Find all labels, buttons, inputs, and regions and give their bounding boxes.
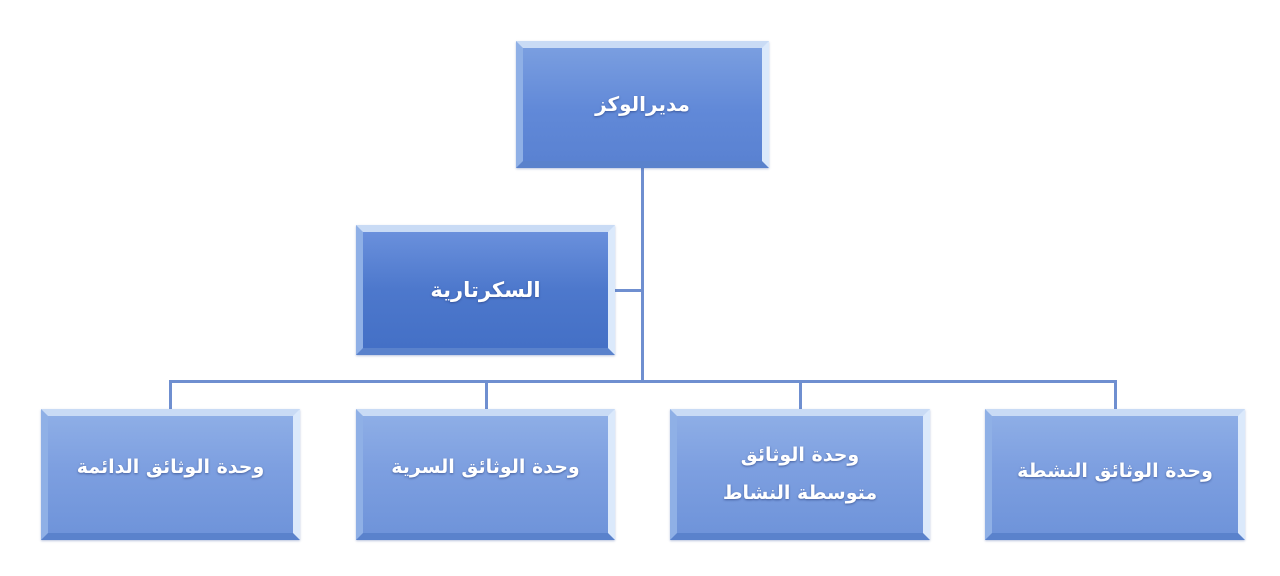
connector-unit-4-drop [1114, 380, 1117, 410]
node-label: السكرتارية [430, 277, 541, 302]
org-node-center-director: مديرالوكز [516, 41, 769, 168]
node-label: مديرالوكز [595, 92, 690, 116]
node-label: وحدة الوثائق السرية [391, 455, 580, 478]
org-node-secretariat: السكرتارية [356, 225, 615, 355]
org-node-classified-records-unit: وحدة الوثائق السرية [356, 409, 615, 540]
node-label: وحدة الوثائق الدائمة [76, 455, 265, 478]
connector-units-bus [169, 380, 1117, 383]
org-node-semi-active-records-unit: وحدة الوثائق متوسطة النشاط [670, 409, 930, 540]
org-node-active-records-unit: وحدة الوثائق النشطة [985, 409, 1245, 540]
connector-unit-1-drop [169, 380, 172, 410]
node-label-line-1: وحدة الوثائق [740, 444, 860, 467]
connector-staff-horizontal [615, 289, 642, 292]
connector-unit-2-drop [485, 380, 488, 410]
node-label: وحدة الوثائق النشطة [1017, 459, 1213, 482]
node-label-line-2: متوسطة النشاط [722, 481, 878, 504]
connector-root-vertical [641, 168, 644, 382]
org-node-permanent-records-unit: وحدة الوثائق الدائمة [41, 409, 300, 540]
connector-unit-3-drop [799, 380, 802, 410]
